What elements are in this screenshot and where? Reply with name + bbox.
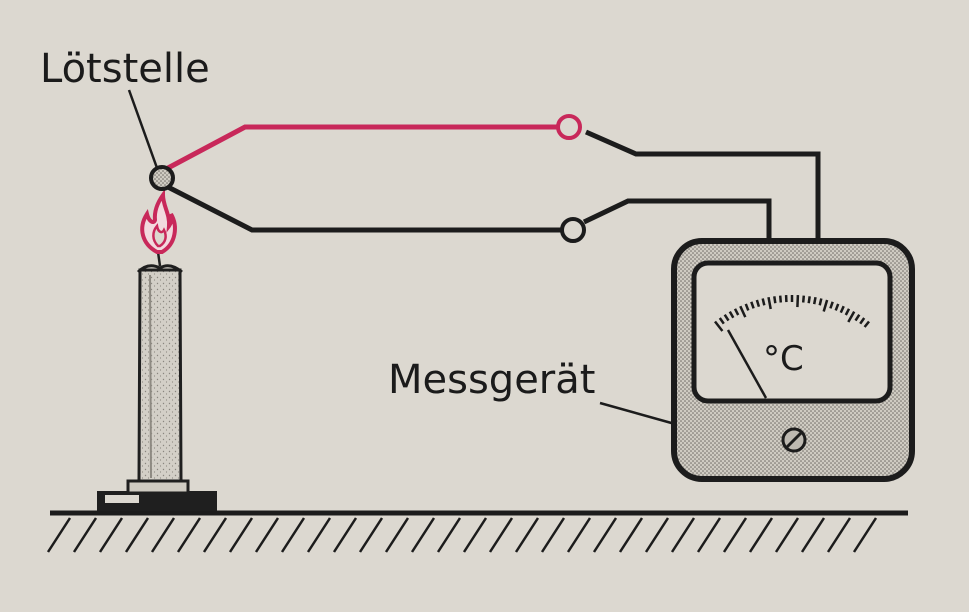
hatch-line	[722, 517, 748, 553]
hatch-line	[176, 517, 202, 553]
scale-tick	[807, 296, 811, 304]
hatch-line	[46, 517, 72, 553]
hatch-line	[280, 517, 306, 553]
hatch-line	[228, 517, 254, 553]
hatch-line	[358, 517, 384, 553]
hatch-line	[150, 517, 176, 553]
hatch-line	[254, 517, 280, 553]
candle-shade	[149, 274, 152, 479]
meter-scale	[714, 295, 870, 332]
meter-label-leader	[599, 401, 676, 426]
hatch-line	[306, 517, 332, 553]
hatch-line	[592, 517, 618, 553]
hatch-line	[202, 517, 228, 553]
scale-tick	[755, 299, 761, 308]
scale-tick	[844, 308, 851, 316]
scale-tick	[796, 295, 800, 308]
meter: °C	[671, 238, 915, 482]
hatch-line	[852, 517, 878, 553]
scale-tick	[739, 305, 747, 318]
lead-to-meter-2	[582, 198, 772, 240]
hatch-line	[488, 517, 514, 553]
candle-wick	[156, 251, 162, 267]
scale-tick	[761, 298, 766, 306]
scale-tick	[854, 314, 861, 322]
hatch-line	[774, 517, 800, 553]
hatch-line	[332, 517, 358, 553]
scale-tick	[744, 303, 750, 311]
candle-holder	[126, 479, 190, 495]
hatch-line	[748, 517, 774, 553]
meter-needle	[726, 329, 768, 399]
solder-point-leader	[127, 89, 159, 169]
hatch-line	[462, 517, 488, 553]
candle	[97, 188, 217, 511]
scale-tick	[818, 298, 823, 306]
hatch-line	[696, 517, 722, 553]
hatch-line	[514, 517, 540, 553]
scale-tick	[822, 299, 829, 312]
scale-tick	[718, 317, 725, 325]
ground-hatching	[46, 517, 878, 553]
hatch-line	[670, 517, 696, 553]
wire-red	[166, 124, 558, 171]
hatch-line	[826, 517, 852, 553]
hatch-line	[540, 517, 566, 553]
scale-tick	[801, 295, 806, 303]
scale-tick	[750, 301, 755, 309]
hatch-line	[644, 517, 670, 553]
hatch-line	[618, 517, 644, 553]
solder-junction	[149, 165, 175, 191]
scale-tick	[829, 301, 834, 309]
meter-label: Messgerät	[388, 357, 595, 403]
hatch-line	[436, 517, 462, 553]
hatch-line	[124, 517, 150, 553]
terminal-black	[560, 217, 586, 243]
meter-unit: °C	[763, 339, 804, 379]
scale-tick	[733, 308, 740, 316]
scale-tick	[714, 320, 724, 332]
scale-tick	[767, 296, 772, 310]
lead-to-meter-1	[584, 129, 821, 240]
hatch-line	[410, 517, 436, 553]
hatch-line	[72, 517, 98, 553]
terminal-red	[556, 114, 582, 140]
flame-inner	[152, 223, 167, 248]
solder-point-label: Lötstelle	[40, 46, 210, 92]
scale-tick	[859, 317, 866, 325]
wire-black	[164, 183, 561, 233]
candle-body	[137, 268, 183, 483]
scale-tick	[778, 295, 783, 303]
scale-tick	[839, 305, 845, 314]
hatch-line	[384, 517, 410, 553]
wires	[149, 114, 821, 243]
hatch-line	[98, 517, 124, 553]
hatch-line	[566, 517, 592, 553]
meter-screw-slot	[785, 431, 803, 449]
scale-tick	[728, 310, 735, 319]
scale-tick	[863, 320, 870, 328]
candle-base-highlight	[103, 493, 141, 505]
hatch-line	[800, 517, 826, 553]
scale-tick	[812, 296, 817, 305]
scale-tick	[834, 303, 840, 311]
scale-tick	[773, 296, 777, 304]
ground	[46, 510, 908, 553]
meter-display	[691, 260, 893, 404]
scale-tick	[847, 310, 856, 323]
candle-top	[136, 264, 183, 274]
scale-tick	[723, 314, 730, 322]
